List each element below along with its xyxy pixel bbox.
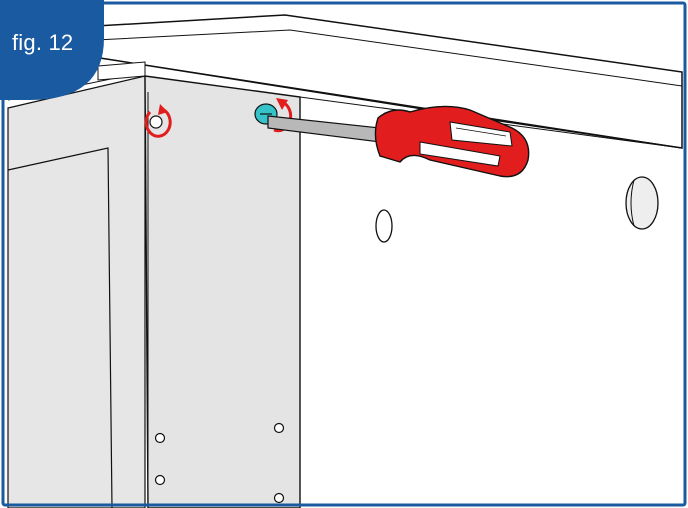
middle-partition [144, 75, 301, 508]
left-door [7, 61, 146, 508]
wall-hole-large [625, 176, 659, 230]
hole [154, 474, 166, 486]
screw-icon [149, 115, 163, 129]
hole [273, 492, 285, 504]
hole [154, 432, 166, 444]
screwdriver-icon [267, 105, 530, 178]
left-screw [144, 104, 172, 138]
figure-label: fig. 12 [12, 30, 74, 55]
figure-tag-badge [0, 0, 104, 100]
right-wall [299, 96, 683, 243]
hole [273, 422, 285, 434]
wall-hole [375, 209, 393, 243]
rotation-arrow-icon [144, 108, 172, 138]
